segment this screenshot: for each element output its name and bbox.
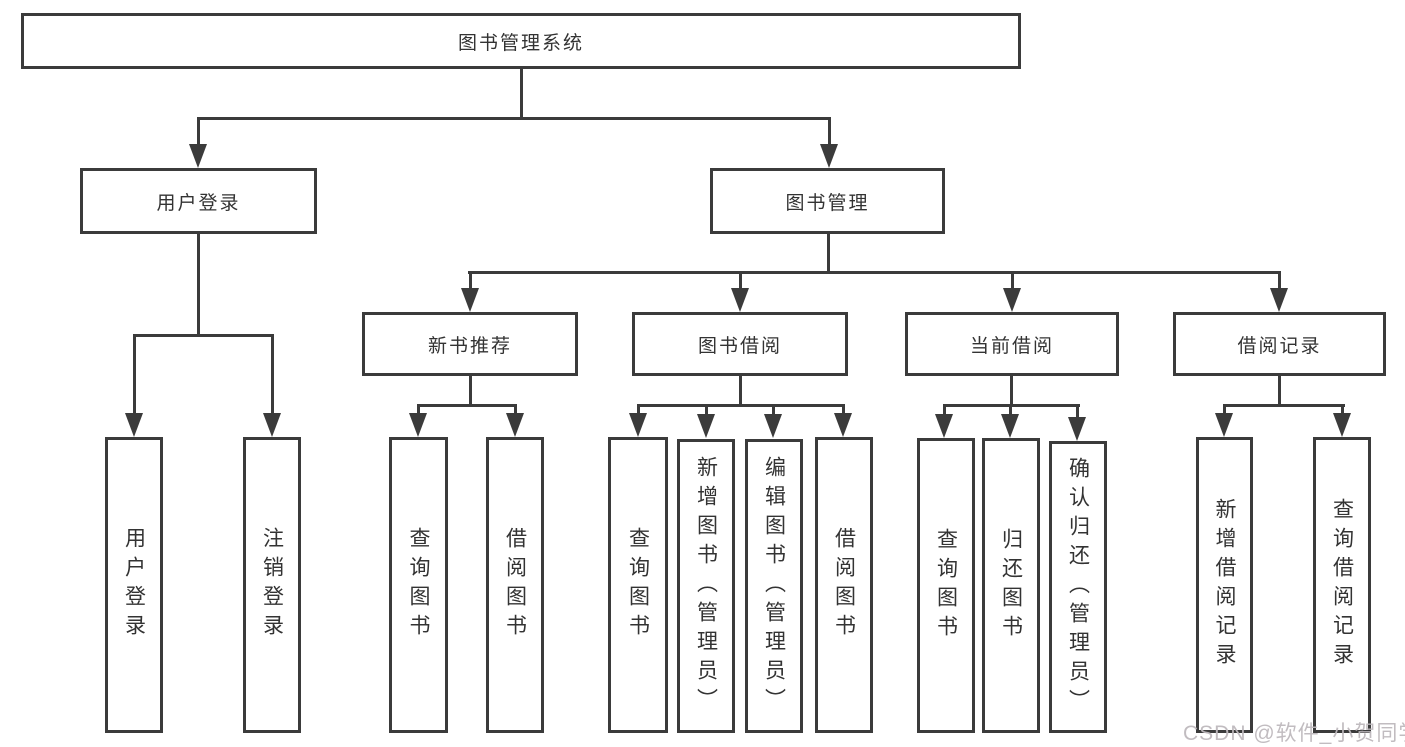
arrow-down-icon xyxy=(697,414,715,438)
edge-root-rail xyxy=(197,117,831,120)
arrow-down-icon xyxy=(409,413,427,437)
edge-borrow-stem xyxy=(739,376,742,407)
edge-recommend-stem xyxy=(469,376,472,407)
edge-line xyxy=(1076,404,1079,419)
leaf-current-confirm-return-admin: 确认归还（管理员） xyxy=(1049,441,1107,733)
arrow-down-icon xyxy=(834,413,852,437)
leaf-borrow-edit-books-admin: 编辑图书（管理员） xyxy=(745,439,803,733)
edge-borrow-rail xyxy=(637,404,845,407)
edge-root-stem xyxy=(520,66,523,120)
edge-recommend-rail xyxy=(417,404,517,407)
arrow-down-icon xyxy=(189,144,207,168)
leaf-records-add-borrow-record: 新增借阅记录 xyxy=(1196,437,1253,733)
leaf-recommend-query-books: 查询图书 xyxy=(389,437,448,733)
arrow-down-icon xyxy=(263,413,281,437)
node-borrow-records: 借阅记录 xyxy=(1173,312,1386,376)
arrow-down-icon xyxy=(1068,417,1086,441)
arrow-down-icon xyxy=(731,288,749,312)
arrow-down-icon xyxy=(1001,414,1019,438)
edge-to-recommend-line xyxy=(469,271,472,291)
node-book-borrow: 图书借阅 xyxy=(632,312,848,376)
edge-records-rail xyxy=(1223,404,1345,407)
edge-mgmt-stem xyxy=(827,232,830,274)
edge-login-rail xyxy=(133,334,274,337)
edge-to-logout-line xyxy=(271,334,274,416)
edge-to-borrow-line xyxy=(739,271,742,291)
arrow-down-icon xyxy=(1270,288,1288,312)
edge-line xyxy=(637,404,640,416)
edge-line xyxy=(705,404,708,416)
leaf-user-login: 用户登录 xyxy=(105,437,163,733)
edge-line xyxy=(417,404,420,416)
edge-line xyxy=(1009,404,1012,416)
arrow-down-icon xyxy=(461,288,479,312)
leaf-records-query-borrow-record: 查询借阅记录 xyxy=(1313,437,1371,733)
edge-login-stem xyxy=(197,234,200,337)
edge-to-records-line xyxy=(1278,271,1281,291)
arrow-down-icon xyxy=(1215,413,1233,437)
node-user-login: 用户登录 xyxy=(80,168,317,234)
edge-line xyxy=(514,404,517,416)
edge-line xyxy=(842,404,845,416)
leaf-borrow-add-books-admin: 新增图书（管理员） xyxy=(677,439,735,733)
leaf-current-return-books: 归还图书 xyxy=(982,438,1040,733)
leaf-borrow-query-books: 查询图书 xyxy=(608,437,668,733)
node-book-management: 图书管理 xyxy=(710,168,945,234)
edge-records-stem xyxy=(1278,376,1281,407)
leaf-current-query-books: 查询图书 xyxy=(917,438,975,733)
node-current-borrow: 当前借阅 xyxy=(905,312,1119,376)
arrow-down-icon xyxy=(125,413,143,437)
edge-to-mgmt-line xyxy=(828,117,831,150)
leaf-logout-login: 注销登录 xyxy=(243,437,301,733)
arrow-down-icon xyxy=(935,414,953,438)
leaf-recommend-borrow-books: 借阅图书 xyxy=(486,437,544,733)
edge-to-login-user-line xyxy=(133,334,136,416)
arrow-down-icon xyxy=(506,413,524,437)
edge-line xyxy=(1341,404,1344,416)
edge-to-current-line xyxy=(1011,271,1014,291)
arrow-down-icon xyxy=(629,413,647,437)
arrow-down-icon xyxy=(820,144,838,168)
edge-to-login-line xyxy=(197,117,200,150)
arrow-down-icon xyxy=(764,414,782,438)
edge-line xyxy=(772,404,775,416)
edge-current-stem xyxy=(1010,376,1013,407)
edge-mgmt-rail xyxy=(468,271,1281,274)
node-library-management-system: 图书管理系统 xyxy=(21,13,1021,69)
arrow-down-icon xyxy=(1333,413,1351,437)
arrow-down-icon xyxy=(1003,288,1021,312)
edge-line xyxy=(943,404,946,416)
edge-line xyxy=(1223,404,1226,416)
csdn-watermark: CSDN @软件_小贺同学 xyxy=(1183,722,1405,745)
leaf-borrow-borrow-books: 借阅图书 xyxy=(815,437,873,733)
node-new-book-recommend: 新书推荐 xyxy=(362,312,578,376)
